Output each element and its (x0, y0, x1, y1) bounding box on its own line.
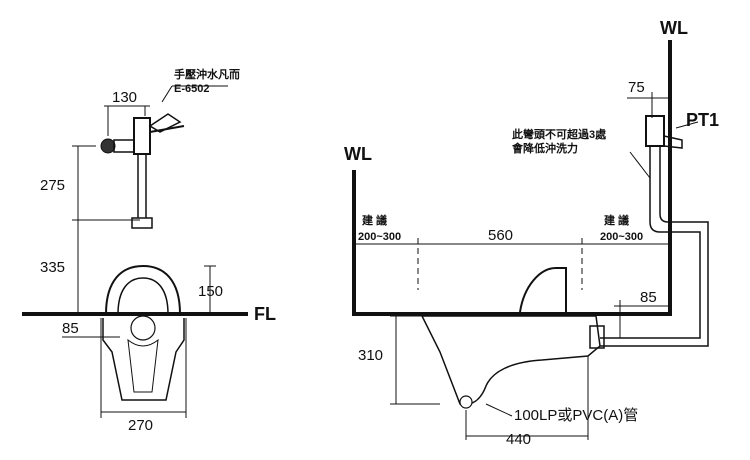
left-view (22, 85, 248, 418)
dim-85-left: 85 (62, 320, 79, 337)
suggest-left: 建 議 (362, 213, 387, 227)
dim-130: 130 (112, 89, 137, 106)
squat-pan-side (420, 315, 601, 406)
valve-name-label: 手壓沖水凡而 (174, 67, 240, 81)
valve-model-label: E-6502 (174, 83, 209, 95)
note-line-2: 會降低沖洗力 (512, 141, 578, 155)
note-line-1: 此彎頭不可超過3處 (512, 127, 607, 141)
dim-440: 440 (506, 431, 531, 448)
flush-valve-body (133, 117, 151, 155)
dim-150: 150 (198, 283, 223, 300)
dim-275: 275 (40, 177, 65, 194)
span-560: 560 (488, 227, 513, 244)
right-flush-valve (645, 115, 665, 147)
dim-310: 310 (358, 347, 383, 364)
range-right: 200~300 (600, 231, 643, 243)
pipe-note: 100LP或PVC(A)管 (514, 407, 638, 424)
right-view (352, 40, 709, 440)
valve-wall-connector (100, 138, 116, 154)
dim-75: 75 (628, 79, 645, 96)
suggest-right: 建 議 (604, 213, 629, 227)
dim-85-right: 85 (640, 289, 657, 306)
dim-270: 270 (128, 417, 153, 434)
wall-label-right: WL (660, 18, 688, 38)
squat-pan-hood (105, 264, 181, 315)
dim-335: 335 (40, 259, 65, 276)
wall-label-left: WL (344, 144, 372, 164)
range-left: 200~300 (358, 231, 401, 243)
floor-label: FL (254, 304, 276, 324)
pt-label: PT1 (686, 110, 719, 130)
